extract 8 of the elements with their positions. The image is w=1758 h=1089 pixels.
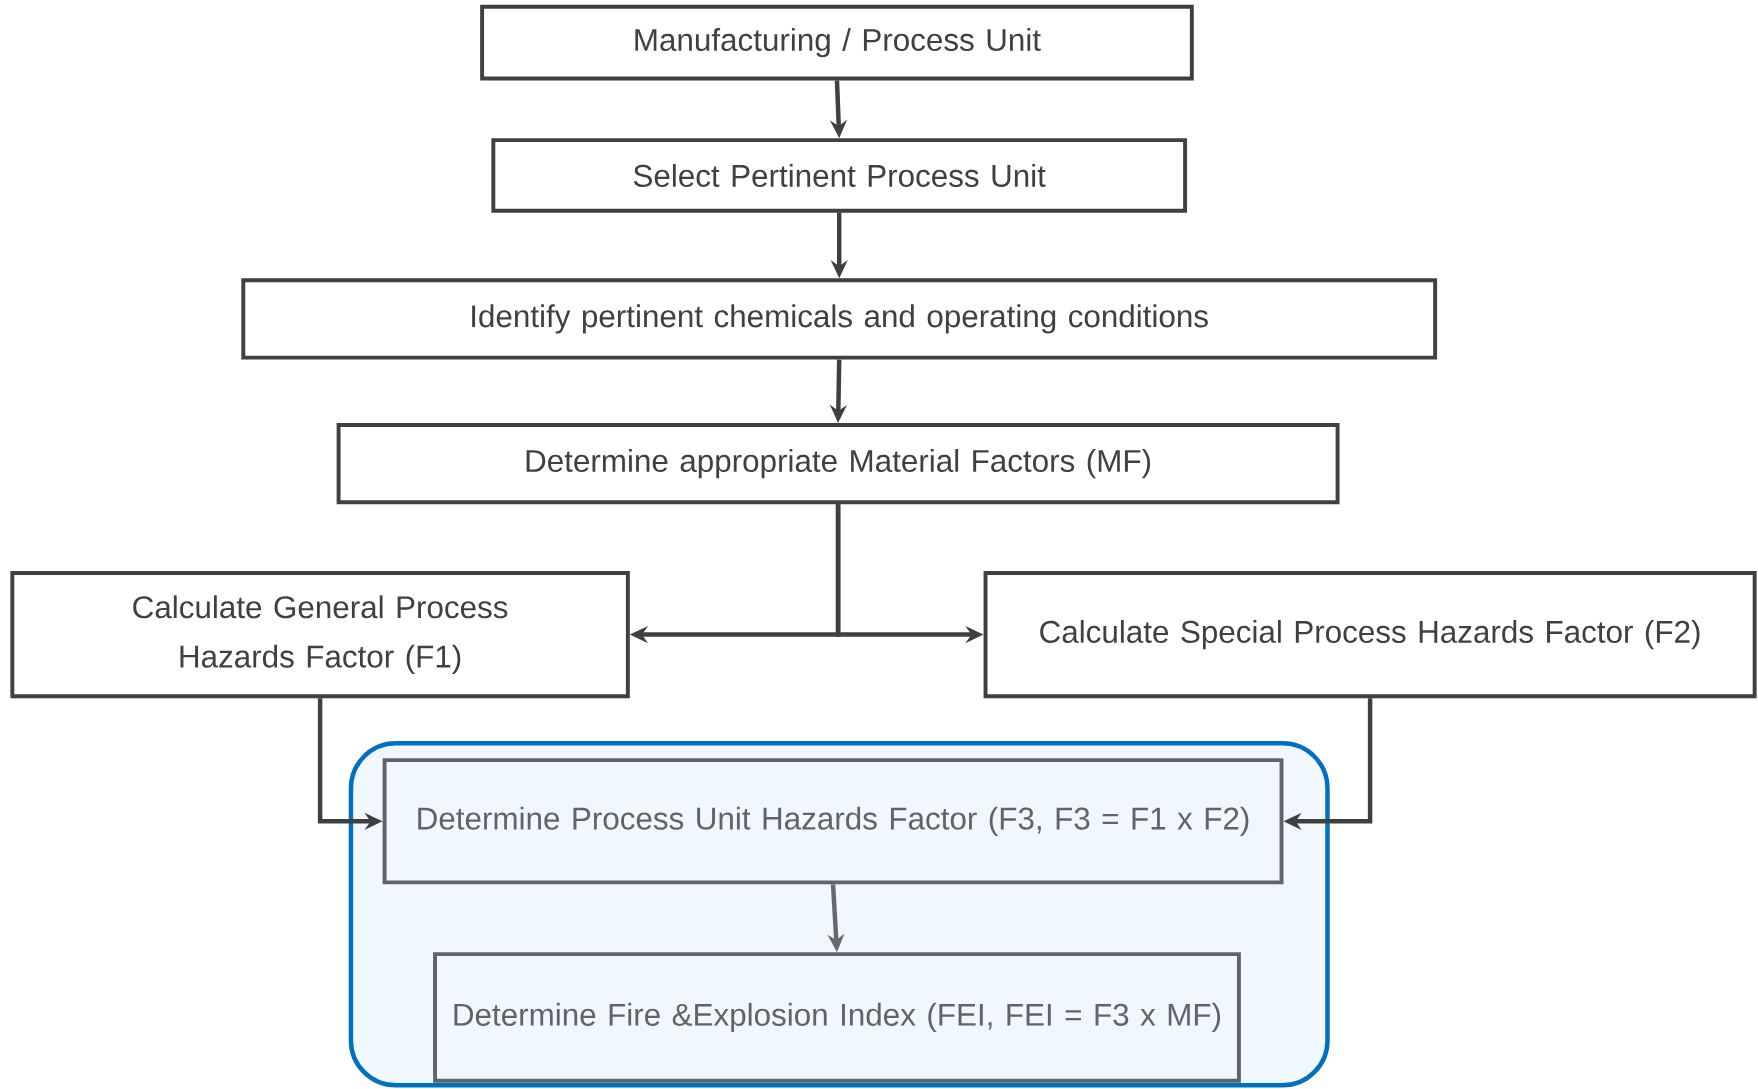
process-box: Select Pertinent Process Unit <box>491 138 1188 213</box>
process-box: Calculate Special Process Hazards Factor (F2) <box>983 571 1757 699</box>
process-box: Determine Process Unit Hazards Factor (F3, F3 = F1 x F2) <box>382 758 1284 885</box>
process-box: Determine appropriate Material Factors (MF) <box>336 423 1340 505</box>
process-box: Identify pertinent chemicals and operating conditions <box>241 278 1438 360</box>
process-box: Manufacturing / Process Unit <box>480 4 1194 81</box>
process-box: Determine Fire &Explosion Index (FEI, FEI = F3 x MF) <box>433 952 1241 1083</box>
process-box: Calculate General Process Hazards Factor (F1) <box>10 571 630 699</box>
